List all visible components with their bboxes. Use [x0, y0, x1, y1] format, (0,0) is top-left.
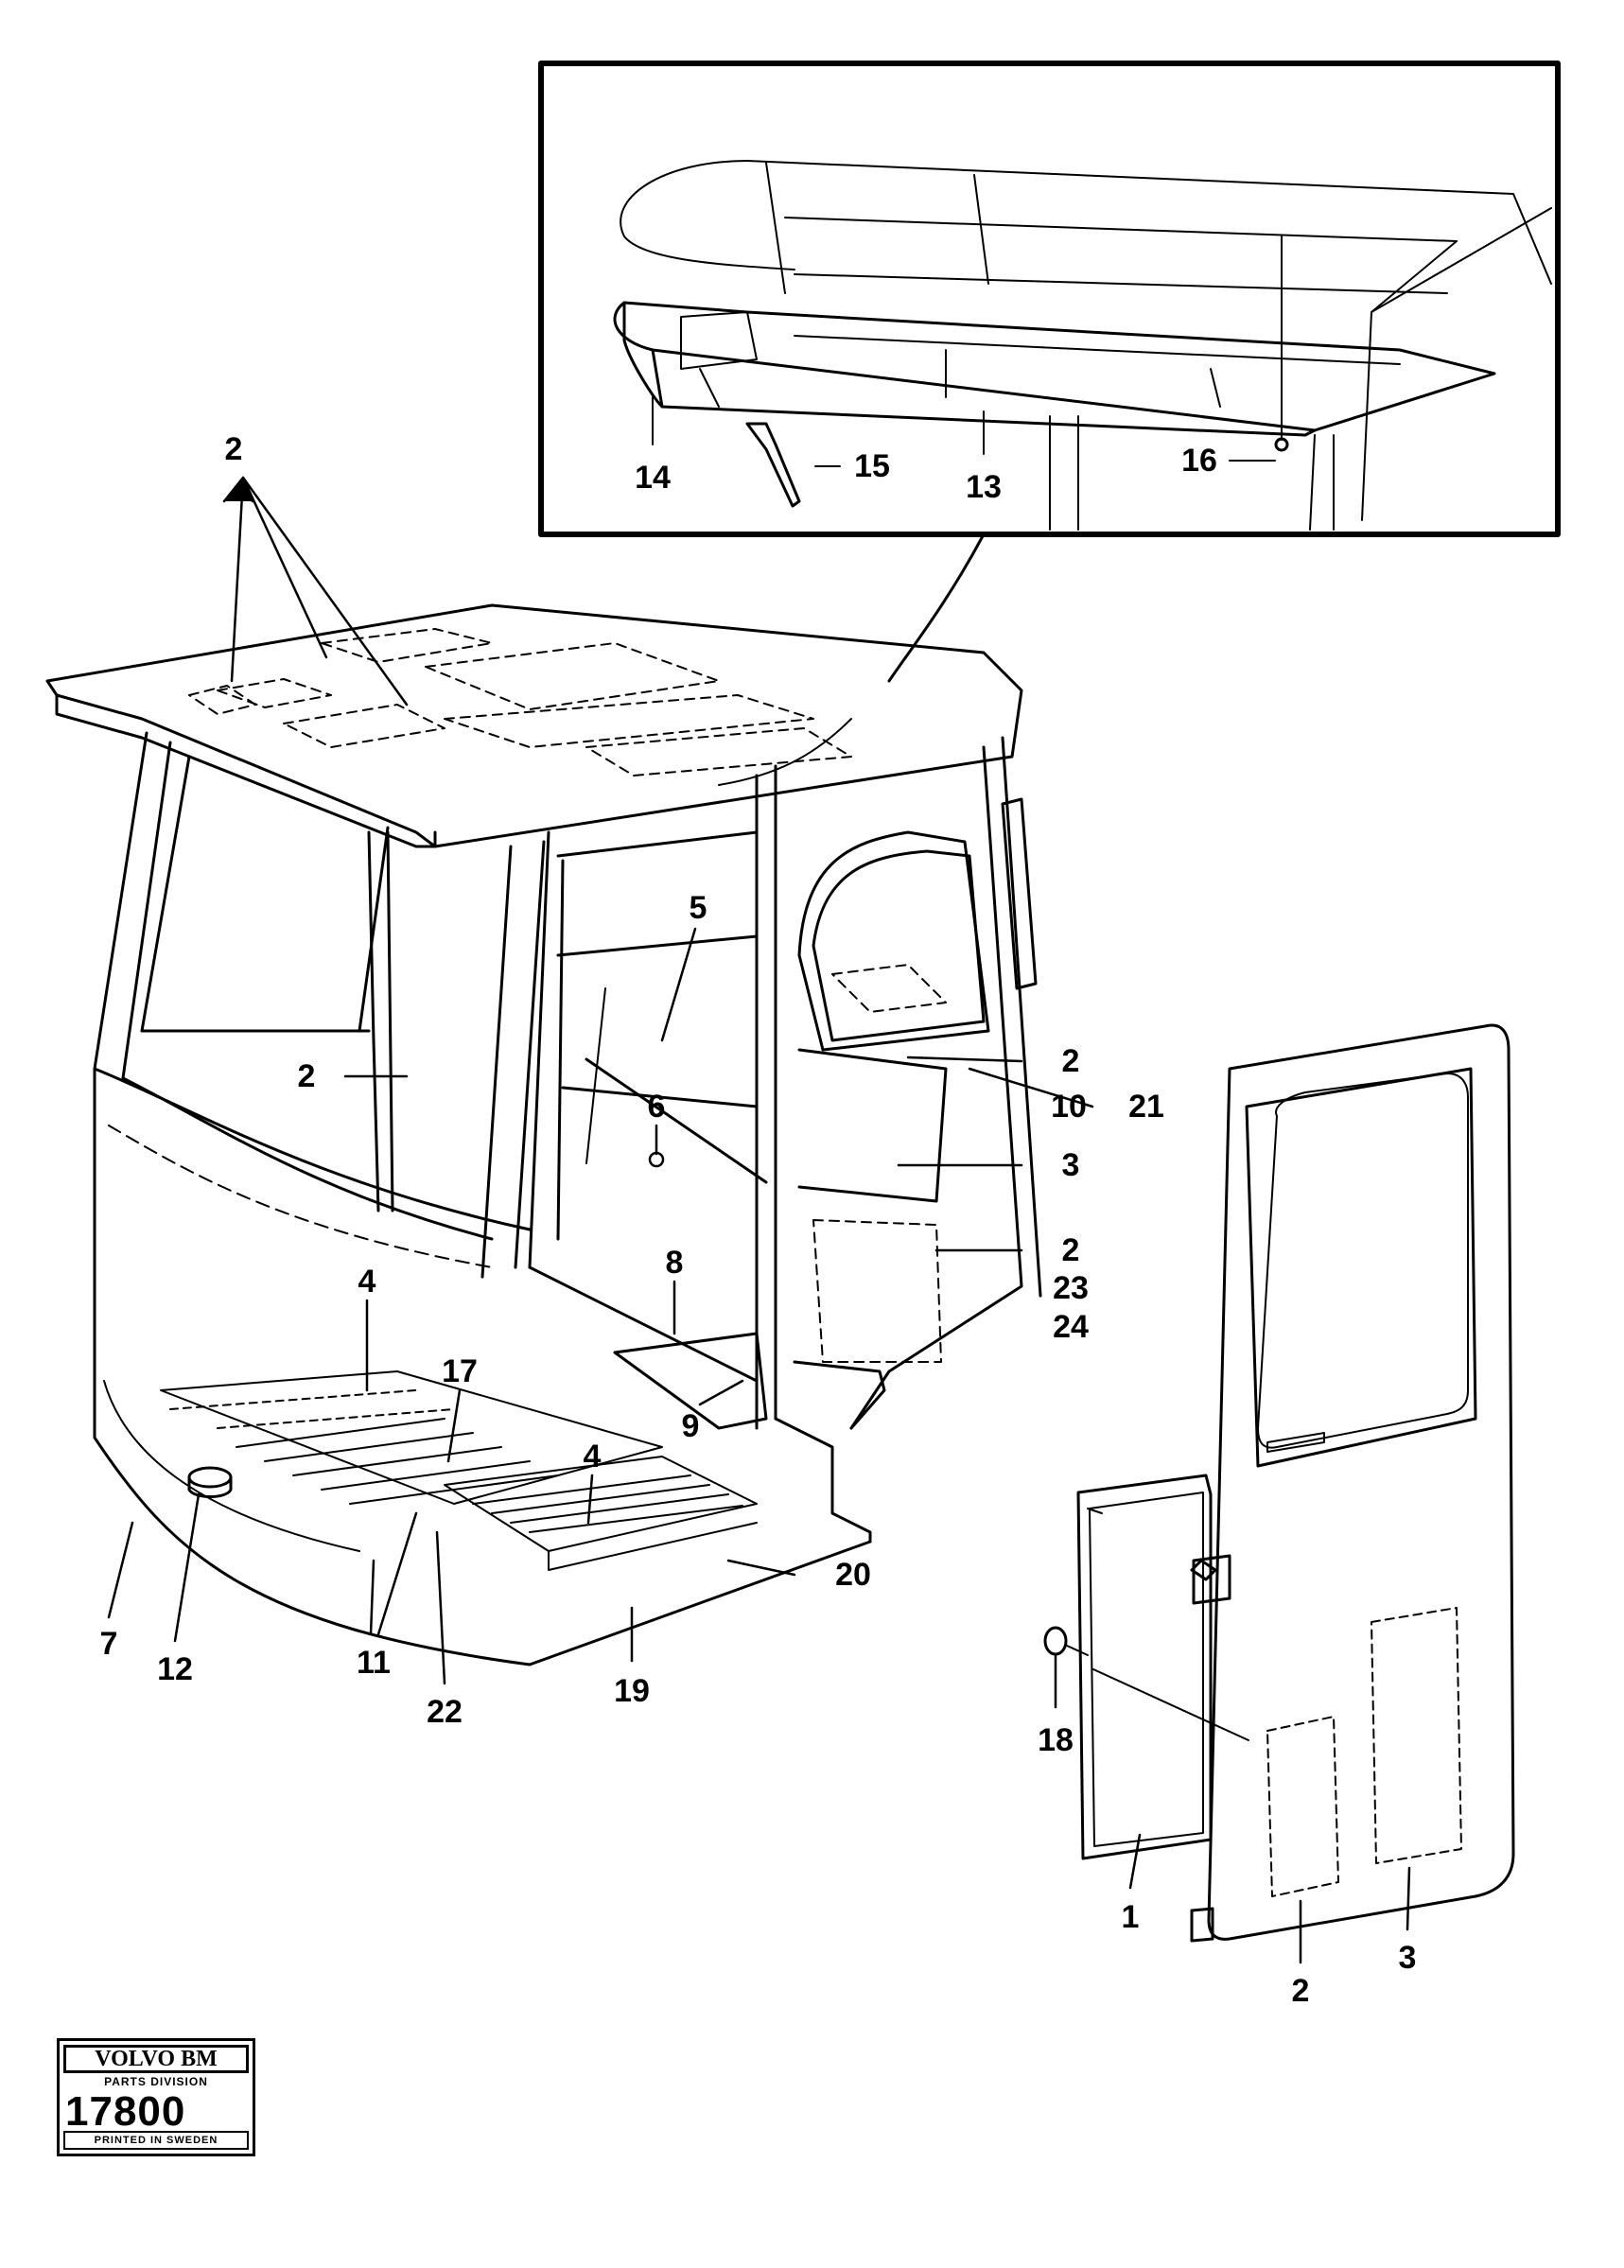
inset-detail	[538, 61, 1561, 537]
callout-3-door: 3	[1398, 1940, 1417, 1976]
callout-7: 7	[99, 1626, 118, 1662]
callout-2-door: 2	[1291, 1973, 1310, 2009]
callout-11: 11	[357, 1645, 391, 1681]
cab-body	[93, 731, 1042, 1666]
callout-20: 20	[835, 1557, 871, 1593]
door-panel	[1043, 1023, 1515, 1943]
callout-16: 16	[1181, 443, 1217, 479]
callout-23: 23	[1053, 1270, 1089, 1306]
cab-roof	[45, 603, 1023, 848]
callout-9: 9	[681, 1408, 700, 1444]
callout-13: 13	[966, 469, 1002, 505]
callout-2-roof: 2	[224, 431, 243, 467]
callout-10: 10	[1051, 1089, 1087, 1125]
stamp-printed: PRINTED IN SWEDEN	[63, 2131, 249, 2150]
callout-4-right: 4	[583, 1439, 602, 1474]
callout-3-right: 3	[1061, 1147, 1080, 1183]
callout-2-left: 2	[297, 1058, 316, 1094]
callout-2-right-mid: 2	[1061, 1232, 1080, 1268]
callout-19: 19	[614, 1673, 650, 1709]
callout-2-right-top: 2	[1061, 1043, 1080, 1079]
callout-24: 24	[1053, 1309, 1089, 1345]
stamp-number: 17800	[65, 2088, 186, 2135]
stamp-division: PARTS DIVISION	[104, 2075, 208, 2088]
callout-22: 22	[427, 1694, 463, 1730]
stamp-brand: VOLVO BM	[63, 2045, 249, 2073]
callout-5: 5	[689, 890, 707, 926]
callout-12: 12	[157, 1651, 193, 1687]
callout-17: 17	[442, 1353, 478, 1389]
callout-8: 8	[665, 1245, 684, 1281]
callout-21: 21	[1128, 1089, 1164, 1125]
callout-14: 14	[635, 460, 671, 496]
parts-division-stamp: VOLVO BM PARTS DIVISION 17800 PRINTED IN…	[57, 2038, 255, 2156]
callout-18: 18	[1038, 1722, 1074, 1758]
leader-lines	[107, 476, 1411, 1964]
callout-6: 6	[647, 1089, 666, 1125]
callout-4-left: 4	[358, 1264, 376, 1300]
callout-1: 1	[1121, 1899, 1140, 1935]
callout-15: 15	[854, 448, 890, 484]
